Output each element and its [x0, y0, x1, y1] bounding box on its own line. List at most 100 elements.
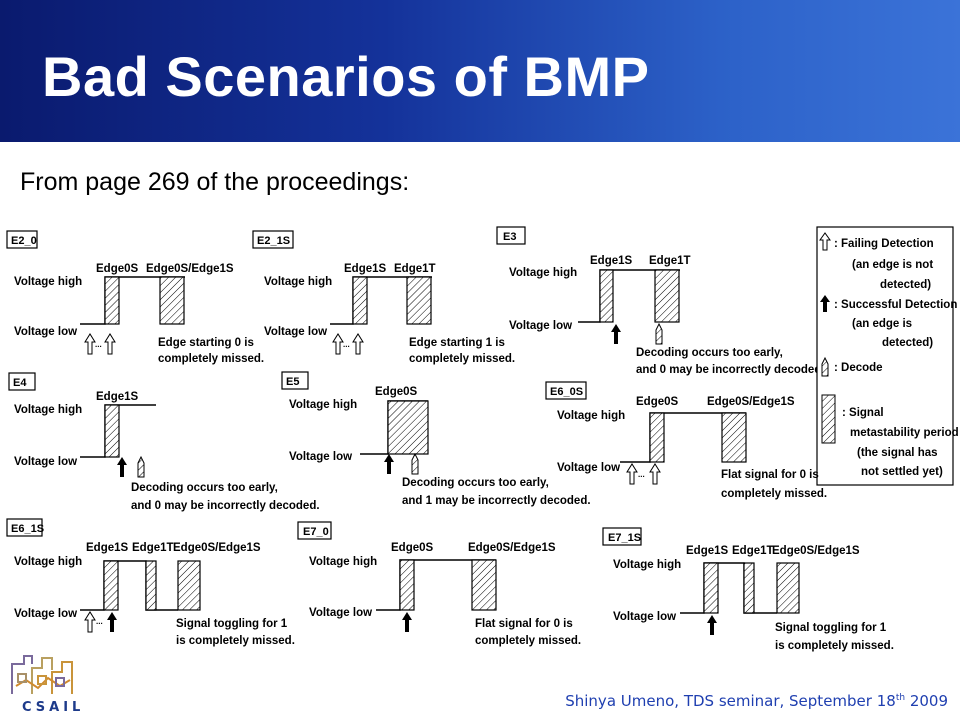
failing-detection-icon: ...: [626, 463, 661, 485]
note-line: and 0 may be incorrectly decoded.: [636, 364, 825, 376]
note-line: Decoding occurs too early,: [131, 482, 278, 494]
edge-label: Edge0S/Edge1S: [772, 545, 860, 557]
note-line: is completely missed.: [775, 640, 894, 652]
successful-detection-icon: [402, 612, 412, 632]
footer-credit: Shinya Umeno, TDS seminar, September 18t…: [565, 692, 948, 710]
note-line: Signal toggling for 1: [176, 618, 288, 630]
svg-text:...: ...: [96, 617, 103, 626]
edge-label: Edge1S: [96, 391, 139, 403]
note-line: Decoding occurs too early,: [636, 347, 783, 359]
metastability-period: [721, 412, 747, 463]
panel-id: E2_1S: [257, 235, 290, 247]
legend-text: detected): [880, 279, 931, 291]
voltage-high-label: Voltage high: [14, 556, 82, 568]
legend-text: not settled yet): [861, 466, 943, 478]
edge-label: Edge1S: [86, 542, 129, 554]
panel-e3: E3 Edge1S Edge1T Voltage high Voltage lo…: [496, 226, 825, 376]
metastability-period: [703, 562, 719, 614]
legend-text: : Failing Detection: [834, 238, 934, 250]
signal-swatch: [821, 394, 836, 444]
footer-year: 2009: [905, 692, 948, 710]
edge-label: Edge1S: [686, 545, 729, 557]
voltage-high-label: Voltage high: [509, 267, 577, 279]
edge-label: Edge0S: [391, 542, 434, 554]
legend-text: (an edge is not: [852, 259, 933, 271]
edge-label: Edge1S: [344, 263, 387, 275]
footer-text: Shinya Umeno, TDS seminar, September 18: [565, 692, 896, 710]
metastability-period: [654, 269, 680, 323]
panel-e7-0: E7_0 Edge0S Edge0S/Edge1S Voltage high V…: [297, 521, 581, 647]
legend-text: : Successful Detection: [834, 299, 957, 311]
voltage-high-label: Voltage high: [14, 404, 82, 416]
footer-sup: th: [895, 693, 906, 703]
edge-label: Edge1T: [649, 255, 691, 267]
decode-icon: [821, 356, 829, 377]
legend-text: : Signal: [842, 407, 884, 419]
decode-icon: [655, 322, 663, 345]
edge-label: Edge0S/Edge1S: [146, 263, 234, 275]
metastability-period: [103, 560, 119, 611]
note-line: Flat signal for 0 is: [721, 469, 819, 481]
legend-text: (an edge is: [852, 318, 912, 330]
panel-id: E6_0S: [550, 386, 583, 398]
panel-e6-0s: E6_0S Edge0S Edge0S/Edge1S Voltage high …: [545, 381, 827, 500]
voltage-high-label: Voltage high: [264, 276, 332, 288]
metastability-period: [352, 276, 368, 325]
voltage-low-label: Voltage low: [309, 607, 372, 619]
successful-detection-icon: [107, 612, 117, 632]
logo-text: CSAIL: [22, 700, 84, 715]
legend-text: : Decode: [834, 362, 883, 374]
edge-label: Edge1T: [394, 263, 436, 275]
voltage-high-label: Voltage high: [557, 410, 625, 422]
panel-e4: E4 Edge1S Voltage high Voltage low Decod…: [8, 372, 320, 512]
metastability-period: [145, 560, 157, 611]
svg-text:...: ...: [95, 340, 102, 349]
edge-label: Edge0S: [636, 396, 679, 408]
metastability-period: [471, 559, 497, 611]
note-line: and 0 may be incorrectly decoded.: [131, 500, 320, 512]
metastability-period: [177, 560, 201, 611]
successful-detection-icon: [611, 324, 621, 344]
metastability-period: [387, 400, 429, 455]
note-line: Decoding occurs too early,: [402, 477, 549, 489]
panel-id: E3: [503, 231, 516, 243]
panel-e2-1s: E2_1S Edge1S Edge1T Voltage high Voltage…: [252, 230, 515, 365]
legend-text: detected): [882, 337, 933, 349]
voltage-high-label: Voltage high: [289, 399, 357, 411]
metastability-period: [776, 562, 800, 614]
metastability-period: [399, 559, 415, 611]
edge-label: Edge1T: [732, 545, 774, 557]
legend-text: (the signal has: [857, 447, 938, 459]
panel-id: E7_1S: [608, 532, 641, 544]
edge-label: Edge0S/Edge1S: [468, 542, 556, 554]
voltage-low-label: Voltage low: [509, 320, 572, 332]
failing-detection-icon: [819, 232, 831, 251]
failing-detection-icon: ...: [84, 611, 103, 633]
title-banner: [0, 0, 960, 142]
slide-title: Bad Scenarios of BMP: [42, 45, 650, 108]
panel-id: E5: [286, 376, 299, 388]
note-line: completely missed.: [475, 635, 581, 647]
legend-text: metastability period: [850, 427, 959, 439]
panel-e6-1s: E6_1S Edge1S Edge1T Edge0S/Edge1S Voltag…: [6, 518, 295, 647]
edge-label: Edge0S/Edge1S: [173, 542, 261, 554]
decode-icon: [137, 455, 145, 478]
panel-e2-0: E2_0 Edge0S Edge0S/Edge1S Voltage high V…: [6, 230, 264, 365]
note-line: is completely missed.: [176, 635, 295, 647]
metastability-period: [649, 412, 665, 463]
successful-detection-icon: [707, 615, 717, 635]
panel-id: E2_0: [11, 235, 37, 247]
edge-label: Edge0S: [375, 386, 418, 398]
metastability-period: [159, 276, 185, 325]
voltage-low-label: Voltage low: [14, 326, 77, 338]
voltage-low-label: Voltage low: [289, 451, 352, 463]
edge-label: Edge0S: [96, 263, 139, 275]
panel-id: E6_1S: [11, 523, 44, 535]
edge-label: Edge0S/Edge1S: [707, 396, 795, 408]
note-line: Signal toggling for 1: [775, 622, 887, 634]
note-line: completely missed.: [409, 353, 515, 365]
voltage-low-label: Voltage low: [557, 462, 620, 474]
successful-detection-icon: [820, 295, 830, 312]
failing-detection-icon: ...: [84, 333, 116, 355]
